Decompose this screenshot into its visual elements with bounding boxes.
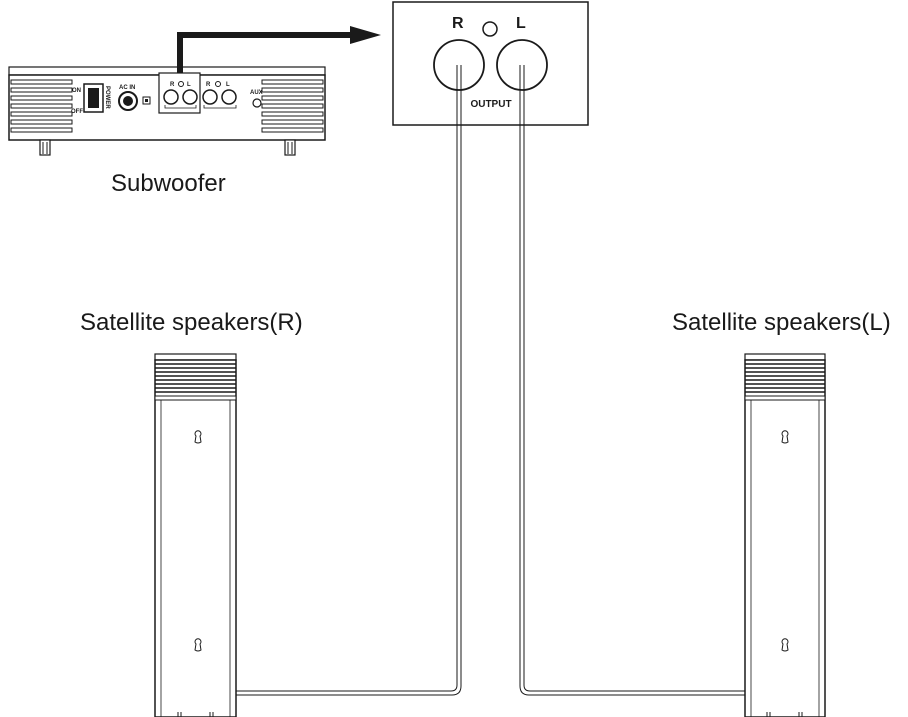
sub-out-l-jack [182, 89, 198, 105]
keyhole-icon [781, 430, 789, 444]
satellite-speaker-right [154, 353, 237, 717]
subwoofer-label: Subwoofer [111, 170, 226, 197]
subwoofer-vent-left [10, 79, 73, 133]
signal-arrow [177, 26, 381, 73]
satellite-right-label: Satellite speakers(R) [80, 309, 303, 336]
output-port-r-label: R [452, 15, 464, 32]
switch-off-label: OFF [71, 109, 83, 115]
output-indicator-icon [482, 21, 498, 37]
output-port-l-label: L [516, 15, 526, 32]
sub-in-r-label: R [206, 82, 211, 88]
aux-jack [252, 98, 262, 108]
output-caption: OUTPUT [470, 99, 511, 110]
satellite-left-grille [745, 363, 825, 393]
aux-label: AUX [250, 90, 263, 96]
sub-in-l-label: L [226, 82, 230, 88]
ac-in-label: AC IN [119, 85, 135, 91]
satellite-right-grille [155, 363, 236, 393]
subwoofer-vent-right [261, 79, 324, 133]
output-panel: R L OUTPUT [392, 1, 589, 126]
switch-on-label: ON [72, 88, 81, 94]
sub-in-r-jack [202, 89, 218, 105]
subwoofer-foot-right [284, 139, 296, 156]
satellite-left-label: Satellite speakers(L) [672, 309, 891, 336]
sub-out-r-label: R [170, 82, 175, 88]
keyhole-icon [194, 638, 202, 652]
sub-out-r-jack [163, 89, 179, 105]
sub-in-l-jack [221, 89, 237, 105]
output-jack-l [496, 39, 548, 91]
output-jack-r [433, 39, 485, 91]
satellite-speaker-left [744, 353, 826, 717]
keyhole-icon [194, 430, 202, 444]
subwoofer-unit: ON OFF POWER AC IN R L R L AUX [8, 66, 326, 156]
power-label: POWER [104, 86, 110, 109]
sub-out-l-label: L [187, 82, 191, 88]
keyhole-icon [781, 638, 789, 652]
subwoofer-foot-left [39, 139, 51, 156]
